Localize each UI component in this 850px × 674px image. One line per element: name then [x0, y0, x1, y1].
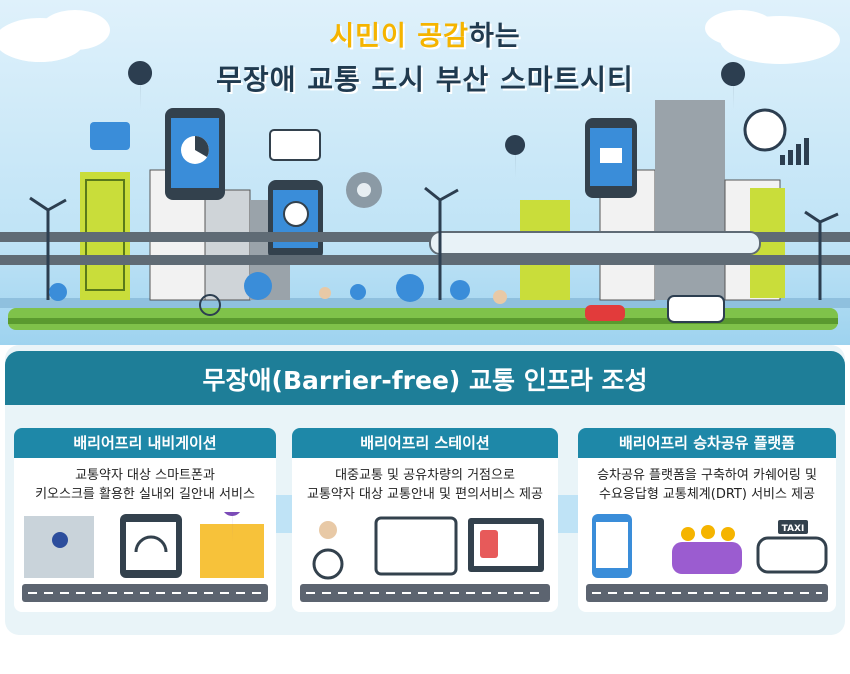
bus-icon [667, 295, 725, 323]
card-description: 승차공유 플랫폼을 구축하여 카쉐어링 및 수요응답형 교통체계(DRT) 서비… [597, 468, 817, 502]
card-illustration [312, 516, 544, 580]
card-title: 배리어프리 내비게이션 [14, 428, 276, 458]
location-pin-icon [128, 61, 746, 178]
runner-icon [319, 287, 331, 299]
cloud-icon [0, 10, 840, 64]
chat-icon [90, 122, 130, 150]
card-description: 대중교통 및 공유차량의 거점으로 교통약자 대상 교통안내 및 편의서비스 제… [307, 468, 543, 502]
card-navigation: 배리어프리 내비게이션 교통약자 대상 스마트폰과 키오스크를 활용한 실내외 … [14, 428, 276, 612]
smartphone-mail-icon [585, 118, 637, 198]
page-title: 시민이 공감하는 [0, 14, 850, 53]
card-illustration [24, 512, 264, 578]
location-pin-icon [224, 512, 240, 542]
card-description: 교통약자 대상 스마트폰과 키오스크를 활용한 실내외 길안내 서비스 [35, 468, 255, 502]
smartphone-globe-icon [268, 180, 323, 260]
pie-chart-icon [743, 108, 787, 152]
taxi-icon [756, 536, 828, 574]
elderly-person-icon [493, 290, 507, 304]
card-title: 배리어프리 승차공유 플랫폼 [578, 428, 836, 458]
train-icon [429, 231, 761, 255]
road-divider [586, 584, 828, 602]
bar-chart-icon [780, 138, 809, 165]
wheelchair-icon [52, 532, 68, 548]
taxi-sign: TAXI [782, 524, 805, 534]
card-connector [276, 495, 292, 533]
road-divider [22, 584, 268, 602]
section-banner-title: 무장애(Barrier-free) 교통 인프라 조성 [202, 366, 648, 395]
card-title: 배리어프리 스테이션 [292, 428, 558, 458]
road-divider [300, 584, 550, 602]
card-ride-sharing: 배리어프리 승차공유 플랫폼 승차공유 플랫폼을 구축하여 카쉐어링 및 수요응… [578, 428, 836, 612]
wind-turbine-icon [29, 186, 839, 300]
wheelchair-icon [199, 294, 221, 316]
page-subtitle: 무장애 교통 도시 부산 스마트시티 [216, 63, 634, 96]
title-rest: 하는 [468, 21, 521, 52]
elevated-rail [0, 232, 850, 242]
card-illustration: TAXI [592, 514, 828, 578]
card-icon [269, 129, 321, 161]
car-icon [585, 305, 625, 321]
bus-station-icon [374, 516, 458, 576]
city-scene: 시민이 공감하는 무장애 교통 도시 부산 스마트시티 [0, 0, 850, 345]
smartphone-icon [165, 108, 225, 200]
city-illustration [0, 10, 850, 330]
section-banner [5, 351, 845, 405]
elderly-wheelchair-icon [319, 521, 337, 539]
shared-van-icon [672, 542, 742, 574]
title-highlight: 시민이 공감 [329, 21, 469, 52]
card-station: 배리어프리 스테이션 대중교통 및 공유차량의 거점으로 교통약자 대상 교통안… [292, 428, 558, 612]
card-connector [558, 495, 578, 533]
tree-icon [49, 272, 470, 302]
